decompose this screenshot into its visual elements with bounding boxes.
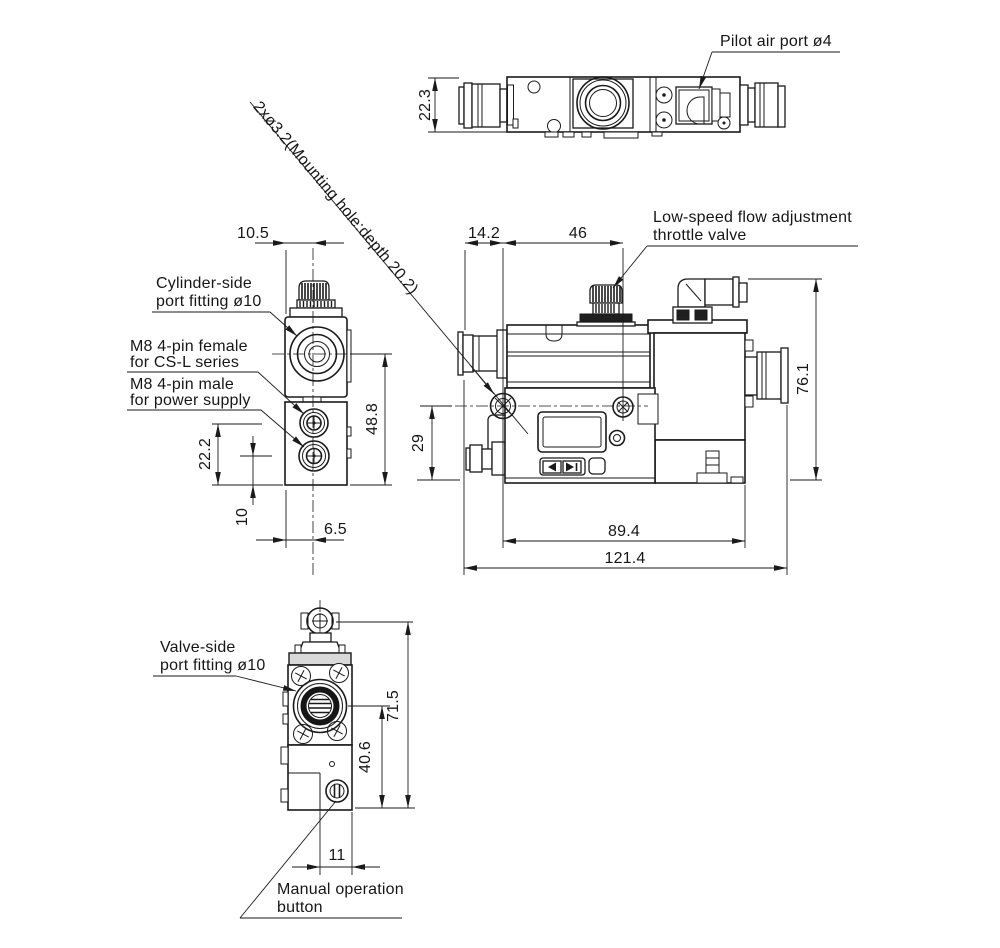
dim-bottom-lower: 40.6 <box>348 705 390 808</box>
throttle-valve-knob <box>576 284 636 327</box>
side-view: 10.5 48.8 22.2 10 <box>127 225 392 575</box>
m8-male-text-1: M8 4-pin male <box>130 376 234 393</box>
low-speed-text-2: throttle valve <box>653 227 747 244</box>
left-arrow-icon <box>548 462 556 472</box>
m8-male-connector <box>298 440 330 472</box>
valve-side-label: Valve-side port fitting ø10 <box>153 639 297 692</box>
right-arrow-icon <box>566 462 574 472</box>
manual-operation-text-1: Manual operation <box>277 881 404 898</box>
set-button <box>588 457 606 475</box>
elbow-fitting <box>672 276 748 324</box>
dim-front-edge-text: 14.2 <box>468 225 500 242</box>
dim-bottom-height-text: 71.5 <box>385 690 402 722</box>
dim-side-connector-offset: 10 <box>234 436 272 526</box>
dim-side-offset-text: 6.5 <box>324 521 347 538</box>
m8-male-text-2: for power supply <box>130 392 251 409</box>
phillips-screw <box>291 666 311 686</box>
manual-operation-text-2: button <box>277 899 323 916</box>
valve-port <box>292 678 348 734</box>
dim-front-top: 14.2 46 <box>464 225 623 330</box>
right-fitting <box>744 347 789 404</box>
pilot-air-port-text: Pilot air port ø4 <box>720 33 832 50</box>
low-speed-text-1: Low-speed flow adjustment <box>653 209 852 226</box>
m8-female-text-1: M8 4-pin female <box>130 338 248 355</box>
manual-operation-label: Manual operation button <box>239 800 404 919</box>
dim-side-offset: 6.5 <box>256 490 347 548</box>
round-button <box>608 429 626 447</box>
dim-bottom-button-text: 11 <box>328 847 345 864</box>
m8-female-label: M8 4-pin female for CS-L series <box>127 338 305 415</box>
dim-front-width-text: 121.4 <box>604 550 645 567</box>
mounting-hole-right <box>612 396 634 418</box>
dim-top-height-text: 22.3 <box>417 89 434 121</box>
dim-side-connector-offset-text: 10 <box>234 508 251 526</box>
arrow-buttons <box>539 457 606 476</box>
manual-operation-button <box>325 779 349 803</box>
pilot-air-port-label: Pilot air port ø4 <box>698 33 840 90</box>
dim-front-span-text: 89.4 <box>608 523 640 540</box>
dim-bottom-lower-text: 40.6 <box>357 741 374 773</box>
m8-male-label: M8 4-pin male for power supply <box>127 376 305 448</box>
lcd-display <box>537 411 607 453</box>
dim-side-connector-height: 22.2 <box>197 423 283 486</box>
cylinder-side-label: Cylinder-side port fitting ø10 <box>152 275 298 337</box>
dim-front-bottom: 89.4 121.4 <box>463 380 788 575</box>
bottom-view: 71.5 40.6 11 Valve-side port fitting ø10… <box>153 600 415 919</box>
dim-side-height-text: 48.8 <box>364 403 381 435</box>
dim-side-width-top-text: 10.5 <box>237 225 269 242</box>
dim-side-width-top: 10.5 <box>237 225 344 314</box>
mounting-hole-text: 2xø3.2(Mounting hole:depth 20.2) <box>249 98 421 298</box>
cylinder-side-text-1: Cylinder-side <box>156 275 252 292</box>
valve-side-text-1: Valve-side <box>160 639 236 656</box>
low-speed-label: Low-speed flow adjustment throttle valve <box>612 209 858 289</box>
dim-bottom-button: 11 <box>292 812 380 875</box>
m8-female-connector <box>299 408 329 438</box>
front-view: 14.2 46 76.1 29 89.4 121.4 <box>410 209 858 575</box>
valve-side-text-2: port fitting ø10 <box>160 657 265 674</box>
m8-female-text-2: for CS-L series <box>130 354 239 371</box>
top-view: 22.3 Pilot air port ø4 <box>417 33 840 139</box>
dim-front-display: 29 <box>410 405 460 481</box>
dim-side-connector-height-text: 22.2 <box>197 438 214 470</box>
dim-front-display-text: 29 <box>410 434 427 452</box>
dim-front-height-text: 76.1 <box>795 363 812 395</box>
cylinder-side-text-2: port fitting ø10 <box>156 293 261 310</box>
dim-front-height: 76.1 <box>748 278 822 481</box>
phillips-screw <box>329 663 349 683</box>
dim-bottom-height: 71.5 <box>336 621 415 809</box>
dim-front-spacing-text: 46 <box>569 225 587 242</box>
dim-top-height: 22.3 <box>417 77 507 133</box>
dim-side-height: 48.8 <box>350 353 392 486</box>
